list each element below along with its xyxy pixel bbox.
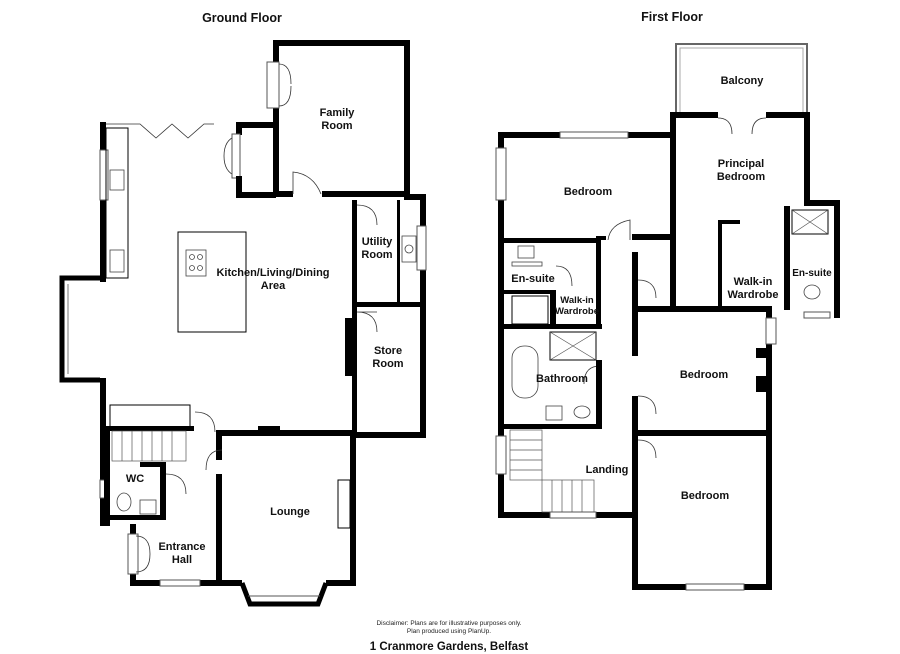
utility-room-label-line1: Utility (362, 236, 393, 248)
first-floor-heading: First Floor (641, 10, 703, 24)
disclaimer-line2: Plan produced using PlanUp. (407, 628, 491, 635)
utility-room-label-line2: Room (361, 249, 392, 261)
bedroom-label-nw: Bedroom (564, 186, 613, 198)
walkin-right-label-line2: Wardrobe (728, 289, 779, 301)
wc-label: WC (126, 473, 144, 485)
disclaimer-line1: Disclaimer: Plans are for illustrative p… (376, 620, 521, 627)
principal-bedroom-label-line1: Principal (718, 158, 764, 170)
lounge-label: Lounge (270, 506, 310, 518)
bathroom-label: Bathroom (536, 373, 588, 385)
balcony-label: Balcony (721, 75, 765, 87)
ground-floor-heading: Ground Floor (202, 11, 282, 25)
store-room-label-line2: Room (372, 358, 403, 370)
ensuite-left-label: En-suite (511, 273, 554, 285)
entrance-hall-label-line1: Entrance (158, 541, 205, 553)
ground-floor-plan (59, 40, 427, 607)
walkin-left-label-line1: Walk-in (560, 295, 594, 306)
first-floor-plan (495, 43, 840, 591)
property-address: 1 Cranmore Gardens, Belfast (370, 641, 529, 653)
bedroom-label-mid: Bedroom (680, 369, 729, 381)
principal-bedroom-label-line2: Bedroom (717, 171, 766, 183)
kitchen-label-line2: Area (261, 280, 286, 292)
bedroom-label-se: Bedroom (681, 490, 730, 502)
family-room-label-line1: Family (320, 107, 356, 119)
landing-label: Landing (586, 464, 629, 476)
family-room-label-line2: Room (321, 120, 352, 132)
walkin-left-label-line2: Wardrobe (555, 306, 599, 317)
kitchen-label-line1: Kitchen/Living/Dining (216, 267, 329, 279)
walkin-right-label-line1: Walk-in (734, 276, 773, 288)
entrance-hall-label-line2: Hall (172, 554, 192, 566)
ensuite-right-label: En-suite (792, 268, 832, 279)
store-room-label-line1: Store (374, 345, 402, 357)
